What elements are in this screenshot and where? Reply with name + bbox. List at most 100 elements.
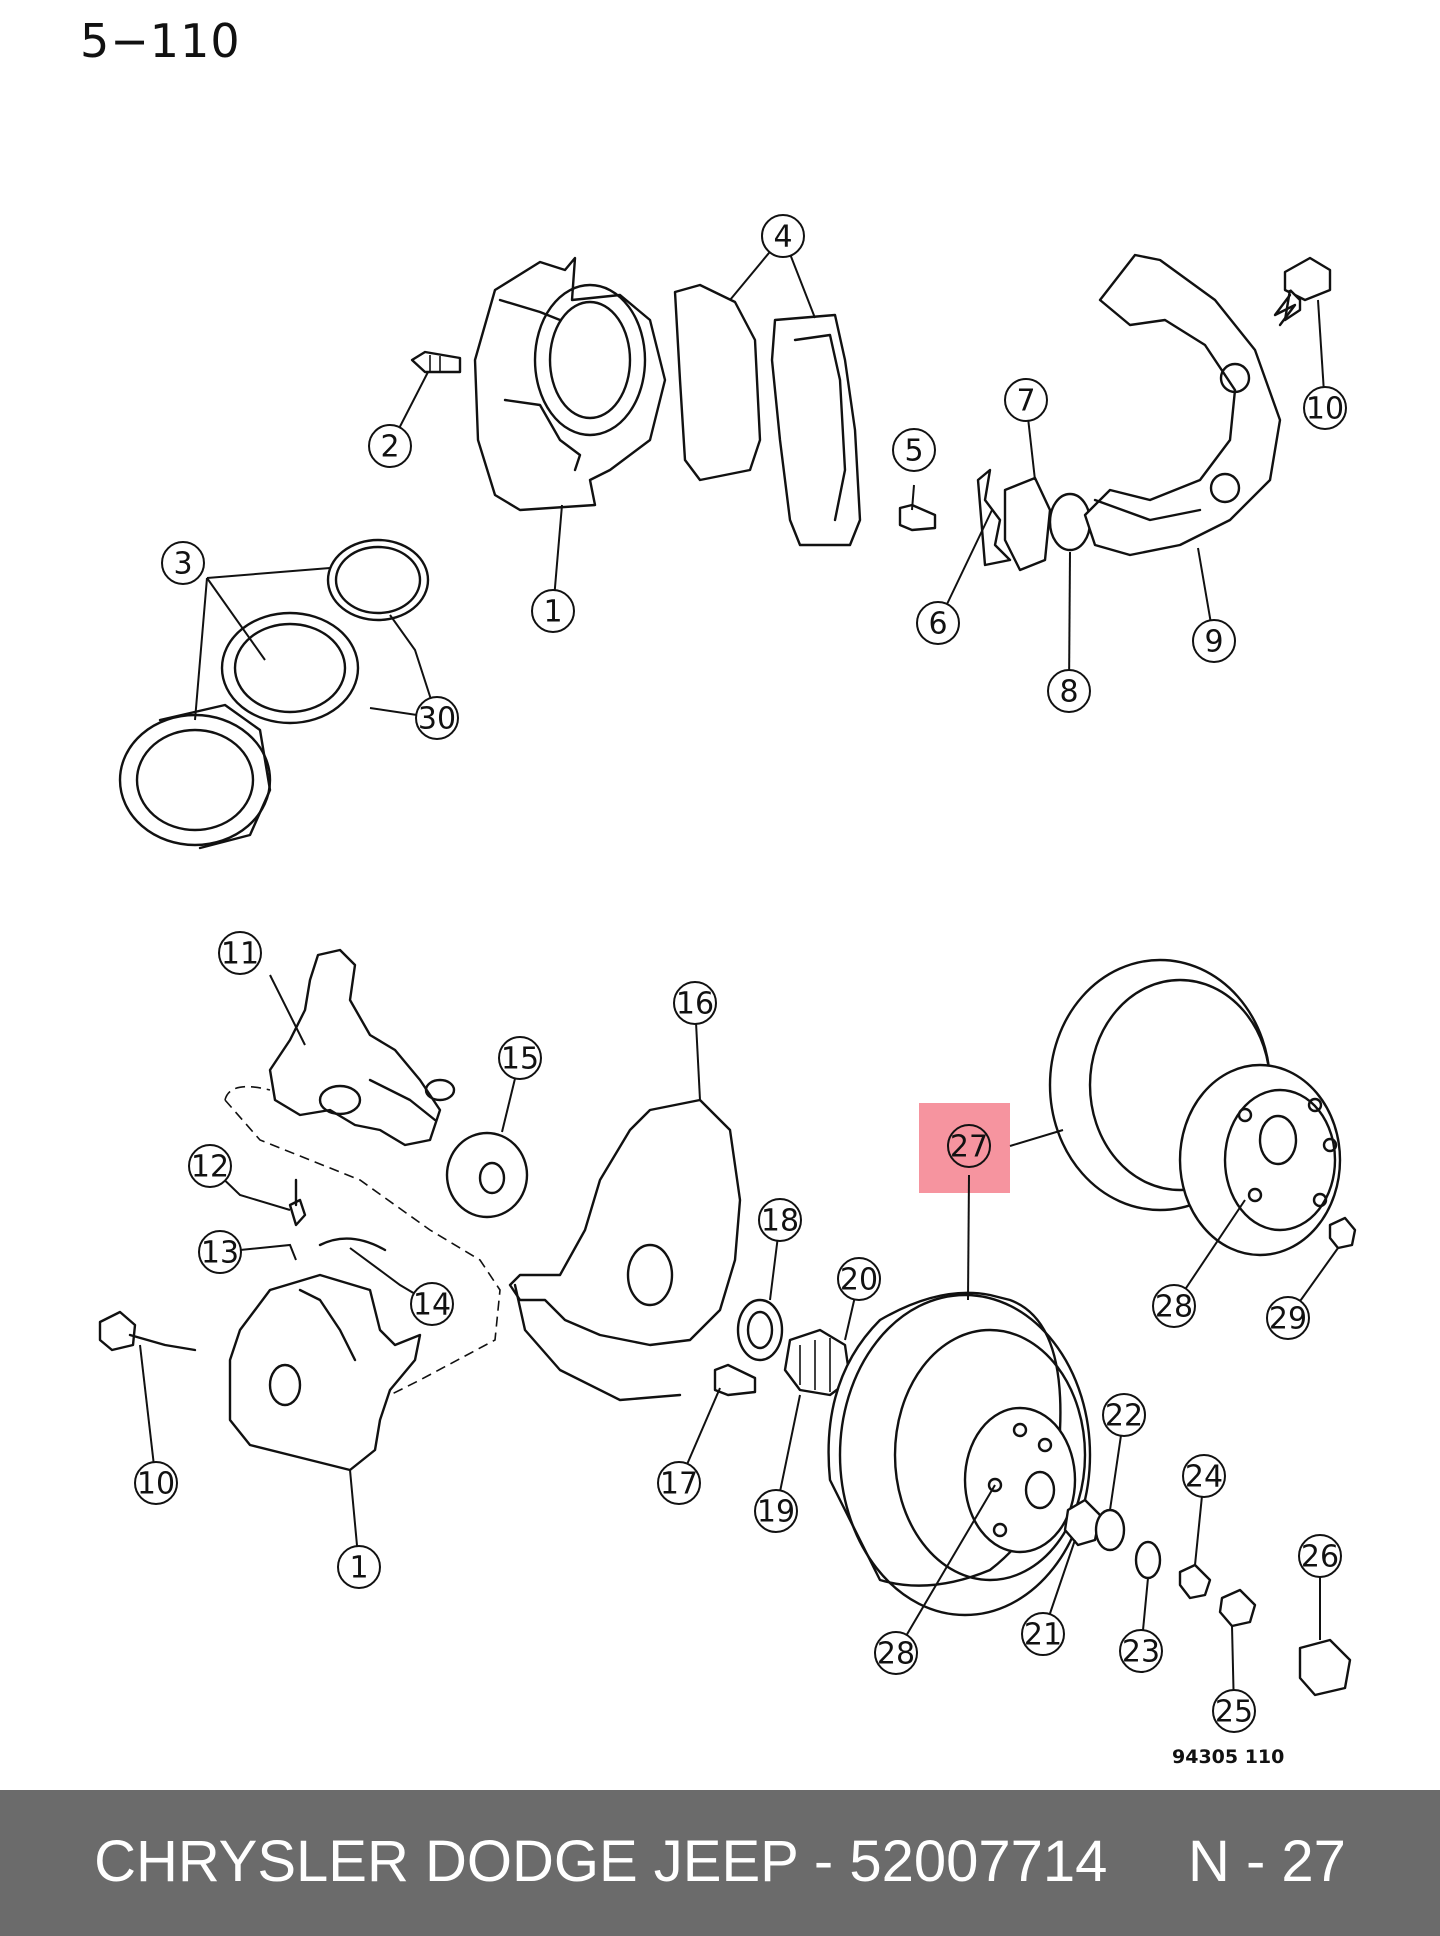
bleeder-screw-drawing bbox=[410, 350, 462, 374]
piston-and-seals-drawing bbox=[118, 538, 430, 850]
rotor-front-drawing bbox=[827, 1291, 1092, 1617]
callout-number: 21 bbox=[1024, 1618, 1062, 1653]
callout-number: 18 bbox=[761, 1204, 799, 1239]
callout-number: 12 bbox=[191, 1150, 229, 1185]
callout-18: 18 bbox=[758, 1198, 802, 1242]
callout-20: 20 bbox=[837, 1257, 881, 1301]
grease-seal-drawing bbox=[736, 1298, 784, 1362]
callout-14: 14 bbox=[410, 1282, 454, 1326]
callout-12: 12 bbox=[188, 1144, 232, 1188]
callout-number: 20 bbox=[840, 1263, 878, 1298]
callout-28: 28 bbox=[874, 1631, 918, 1675]
callout-26: 26 bbox=[1298, 1534, 1342, 1578]
callout-circle bbox=[1047, 669, 1091, 713]
callout-11: 11 bbox=[218, 931, 262, 975]
callout-circle bbox=[415, 696, 459, 740]
page-reference: 5−110 bbox=[80, 14, 241, 68]
callout-number: 13 bbox=[201, 1236, 239, 1271]
callout-circle bbox=[337, 1545, 381, 1589]
callout-number: 28 bbox=[1155, 1290, 1193, 1325]
callout-9: 9 bbox=[1192, 619, 1236, 663]
callout-4: 4 bbox=[761, 214, 805, 258]
callout-19: 19 bbox=[754, 1489, 798, 1533]
callout-15: 15 bbox=[498, 1036, 542, 1080]
dust-boot-outline bbox=[224, 1085, 501, 1401]
callout-number: 10 bbox=[137, 1467, 175, 1502]
callout-circle bbox=[1212, 1689, 1256, 1733]
callout-circle bbox=[198, 1230, 242, 1274]
callout-number: 9 bbox=[1204, 625, 1223, 660]
lug-nut-drawing bbox=[1328, 1216, 1357, 1250]
guide-bolt-small-drawing bbox=[898, 503, 937, 532]
callout-number: 11 bbox=[221, 937, 259, 972]
callout-circle bbox=[188, 1144, 232, 1188]
callout-circle bbox=[761, 214, 805, 258]
brake-assembly-diagram: 1234567891030111213141516171819202728292… bbox=[98, 214, 1357, 1733]
callout-circle bbox=[657, 1461, 701, 1505]
anti-rattle-clip-drawing bbox=[976, 468, 1052, 572]
callout-circle bbox=[531, 589, 575, 633]
callout-5: 5 bbox=[892, 428, 936, 472]
callout-number: 14 bbox=[413, 1288, 451, 1323]
callout-circle bbox=[1182, 1454, 1226, 1498]
callout-number: 1 bbox=[349, 1551, 368, 1586]
footer-bar: CHRYSLER DODGE JEEP - 52007714 N - 27 bbox=[0, 1790, 1440, 1936]
callout-number: 30 bbox=[418, 702, 456, 737]
caliper-body-drawing bbox=[473, 256, 667, 512]
mounting-bolt-top-drawing bbox=[1273, 256, 1332, 327]
callout-8: 8 bbox=[1047, 669, 1091, 713]
washer-drawing bbox=[445, 1131, 529, 1219]
callout-number: 25 bbox=[1215, 1695, 1253, 1730]
callout-number: 26 bbox=[1301, 1540, 1339, 1575]
callout-circle bbox=[134, 1461, 178, 1505]
callout-number: 22 bbox=[1105, 1399, 1143, 1434]
callout-number: 10 bbox=[1306, 392, 1344, 427]
callout-16: 16 bbox=[673, 981, 717, 1025]
callout-number: 19 bbox=[757, 1495, 795, 1530]
callout-10: 10 bbox=[134, 1461, 178, 1505]
callout-13: 13 bbox=[198, 1230, 242, 1274]
steering-knuckle-drawing bbox=[268, 948, 456, 1147]
outer-hardware-drawing bbox=[1063, 1498, 1352, 1697]
callout-circle bbox=[673, 981, 717, 1025]
callout-number: 7 bbox=[1016, 384, 1035, 419]
callout-2: 2 bbox=[368, 424, 412, 468]
callout-number: 28 bbox=[877, 1637, 915, 1672]
callout-number: 2 bbox=[380, 430, 399, 465]
callout-number: 15 bbox=[501, 1042, 539, 1077]
callout-23: 23 bbox=[1119, 1629, 1163, 1673]
callout-circle bbox=[498, 1036, 542, 1080]
footer-brand-part-number: CHRYSLER DODGE JEEP - 52007714 bbox=[94, 1829, 1108, 1894]
callout-24: 24 bbox=[1182, 1454, 1226, 1498]
callout-number: 29 bbox=[1269, 1302, 1307, 1337]
callout-17: 17 bbox=[657, 1461, 701, 1505]
callout-circle bbox=[1004, 378, 1048, 422]
callout-circle bbox=[837, 1257, 881, 1301]
callout-6: 6 bbox=[916, 601, 960, 645]
highlight-box-27 bbox=[919, 1103, 1010, 1193]
callout-circle bbox=[161, 541, 205, 585]
footer-callout-ref: N - 27 bbox=[1187, 1829, 1346, 1894]
callout-number: 27 bbox=[950, 1130, 988, 1165]
o-ring-drawing bbox=[1048, 492, 1092, 552]
callout-number: 16 bbox=[676, 987, 714, 1022]
callout-circle bbox=[1266, 1296, 1310, 1340]
callout-circle bbox=[1102, 1393, 1146, 1437]
callout-number: 6 bbox=[928, 607, 947, 642]
callout-number: 17 bbox=[660, 1467, 698, 1502]
callout-number: 23 bbox=[1122, 1635, 1160, 1670]
callout-circle bbox=[916, 601, 960, 645]
brake-pads-drawing bbox=[673, 283, 862, 547]
callout-number: 3 bbox=[173, 547, 192, 582]
callout-number: 24 bbox=[1185, 1460, 1223, 1495]
callout-30: 30 bbox=[415, 696, 459, 740]
callout-27: 27 bbox=[947, 1124, 991, 1168]
callout-circle bbox=[1021, 1612, 1065, 1656]
caliper-adapter-drawing bbox=[1083, 253, 1282, 557]
callout-circle bbox=[1303, 386, 1347, 430]
footer-spacer bbox=[1107, 1829, 1188, 1894]
rotor-rear-drawing bbox=[1048, 958, 1342, 1257]
callout-1: 1 bbox=[337, 1545, 381, 1589]
